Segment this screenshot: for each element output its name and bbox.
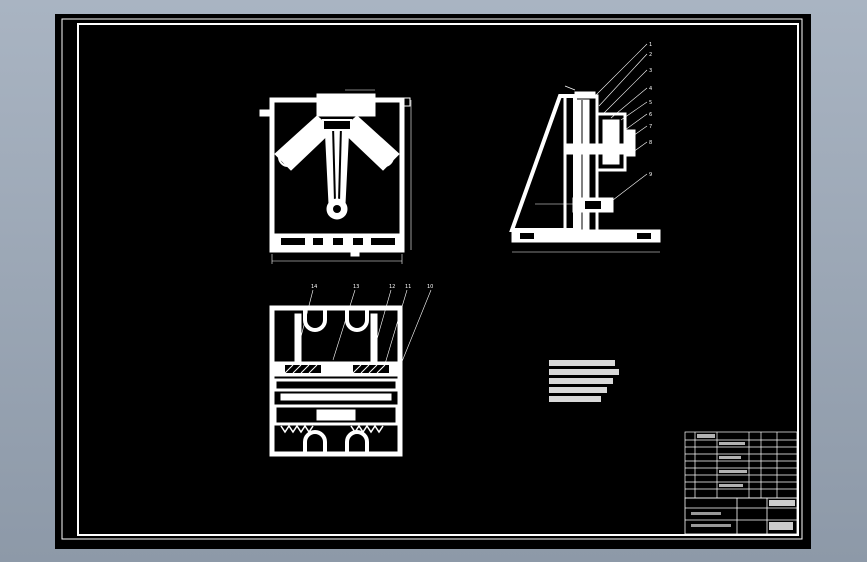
- cad-drawing: 1 2 3 4 5 6 7 8 9: [61, 18, 803, 540]
- side-balloon-8: 8: [649, 140, 652, 146]
- parts-list: [684, 431, 798, 499]
- side-balloon-9: 9: [649, 172, 652, 178]
- inner-border: [77, 23, 799, 536]
- side-balloon-1: 1: [649, 42, 652, 48]
- outer-border: [61, 18, 803, 540]
- side-balloon-7: 7: [649, 124, 652, 130]
- side-balloon-6: 6: [649, 112, 652, 118]
- drawing-sheet: 1 2 3 4 5 6 7 8 9: [55, 14, 811, 549]
- plan-balloon-12: 12: [389, 284, 395, 290]
- plan-view: 14 13 12 11 10: [269, 284, 433, 457]
- technical-notes: [549, 360, 619, 402]
- side-balloon-3: 3: [649, 68, 652, 74]
- plan-balloon-13: 13: [353, 284, 359, 290]
- front-view: [259, 89, 412, 264]
- plan-balloon-14: 14: [311, 284, 317, 290]
- side-balloon-4: 4: [649, 86, 652, 92]
- title-block: [684, 497, 798, 535]
- side-view: 1 2 3 4 5 6 7 8 9: [509, 42, 661, 253]
- plan-balloon-11: 11: [405, 284, 411, 290]
- side-balloon-2: 2: [649, 52, 652, 58]
- plan-balloon-10: 10: [427, 284, 433, 290]
- side-balloon-5: 5: [649, 100, 652, 106]
